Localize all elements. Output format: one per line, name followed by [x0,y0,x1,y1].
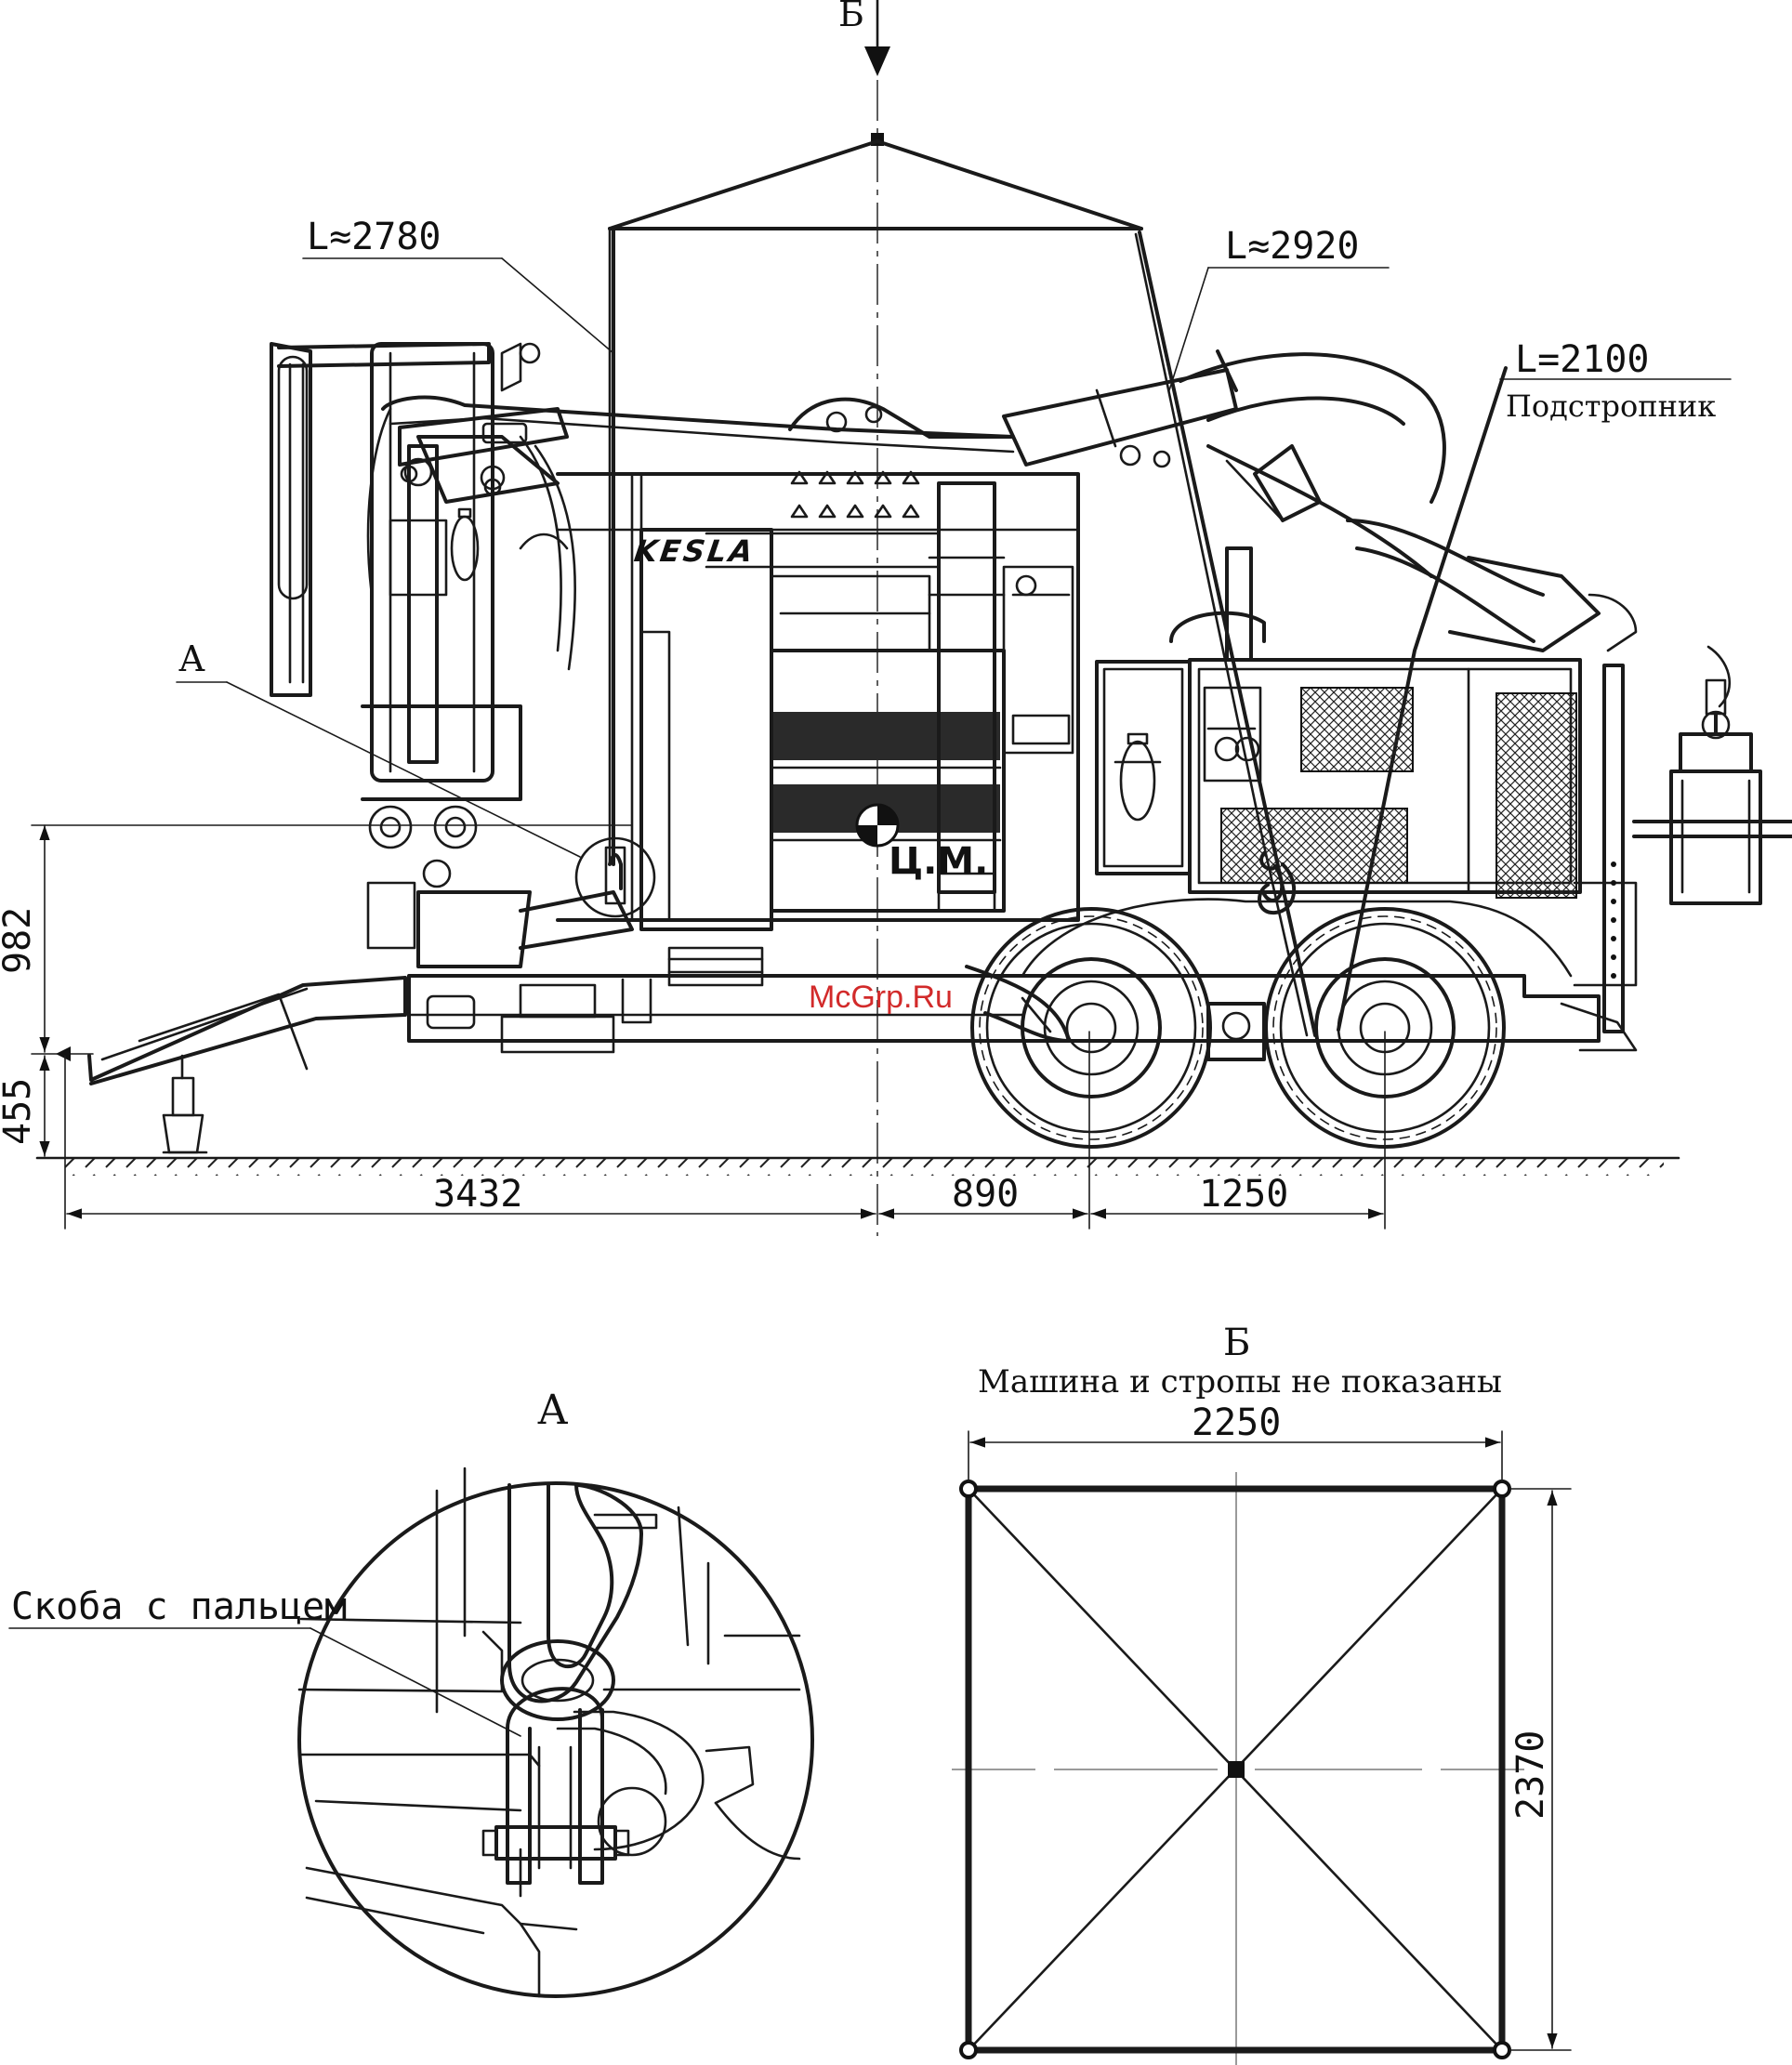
sling-label-left-text: L≈2780 [307,216,441,258]
shackle-callout: Скоба с пальцем [9,1585,520,1736]
dimension-length-rear: 1250 [1199,1173,1288,1216]
dimension-length-mid: 890 [952,1173,1019,1216]
view-b: Б Машина и стропы не показаны 2250 [952,1322,1571,2065]
ground-line [37,1158,1679,1176]
detail-a-leader-label: А [178,638,205,679]
sling-label-left: L≈2780 [303,216,613,353]
dimension-lengths: 3432 890 1250 [65,1032,1385,1229]
center-of-mass-label: Ц.М. [889,840,988,883]
dimension-length-front: 3432 [433,1173,522,1216]
view-b-title: Б [1223,1322,1250,1364]
chipper-body: KESLA [558,400,1078,929]
support-jack [164,1056,206,1152]
sling-label-right-text: L≈2920 [1225,225,1360,268]
view-arrow-b: Б [838,0,890,76]
dimension-view-b-depth-text: 2370 [1509,1730,1552,1820]
side-view: Б [0,0,1792,1236]
shackle-callout-text: Скоба с пальцем [11,1585,347,1628]
detail-a-view: А [9,1387,812,1996]
detail-a-title: А [537,1387,568,1434]
dimension-height-ground: 455 [0,1046,93,1156]
sling-label-podstropnik: L=2100 Подстропник [1500,338,1731,424]
brand-logo: KESLA [632,533,758,569]
machine-body: KESLA [89,344,1792,1152]
view-b-note: Машина и стропы не показаны [978,1363,1502,1401]
warning-triangles [792,472,918,517]
sling-label-right: L≈2920 [1169,225,1389,390]
dimension-height-hitch-text: 982 [0,907,39,974]
wheel-front [972,909,1210,1147]
view-arrow-label: Б [838,0,864,34]
sling-label-podstropnik-text: L=2100 [1515,338,1650,381]
sling-label-podstropnik-sub: Подстропник [1506,388,1716,424]
dimension-height-ground-text: 455 [0,1078,39,1145]
dimension-view-b-width: 2250 [968,1401,1502,1481]
dimension-view-b-width-text: 2250 [1192,1401,1281,1444]
dimension-view-b-depth: 2370 [1509,1489,1571,2050]
watermark: McGrp.Ru [809,980,953,1015]
